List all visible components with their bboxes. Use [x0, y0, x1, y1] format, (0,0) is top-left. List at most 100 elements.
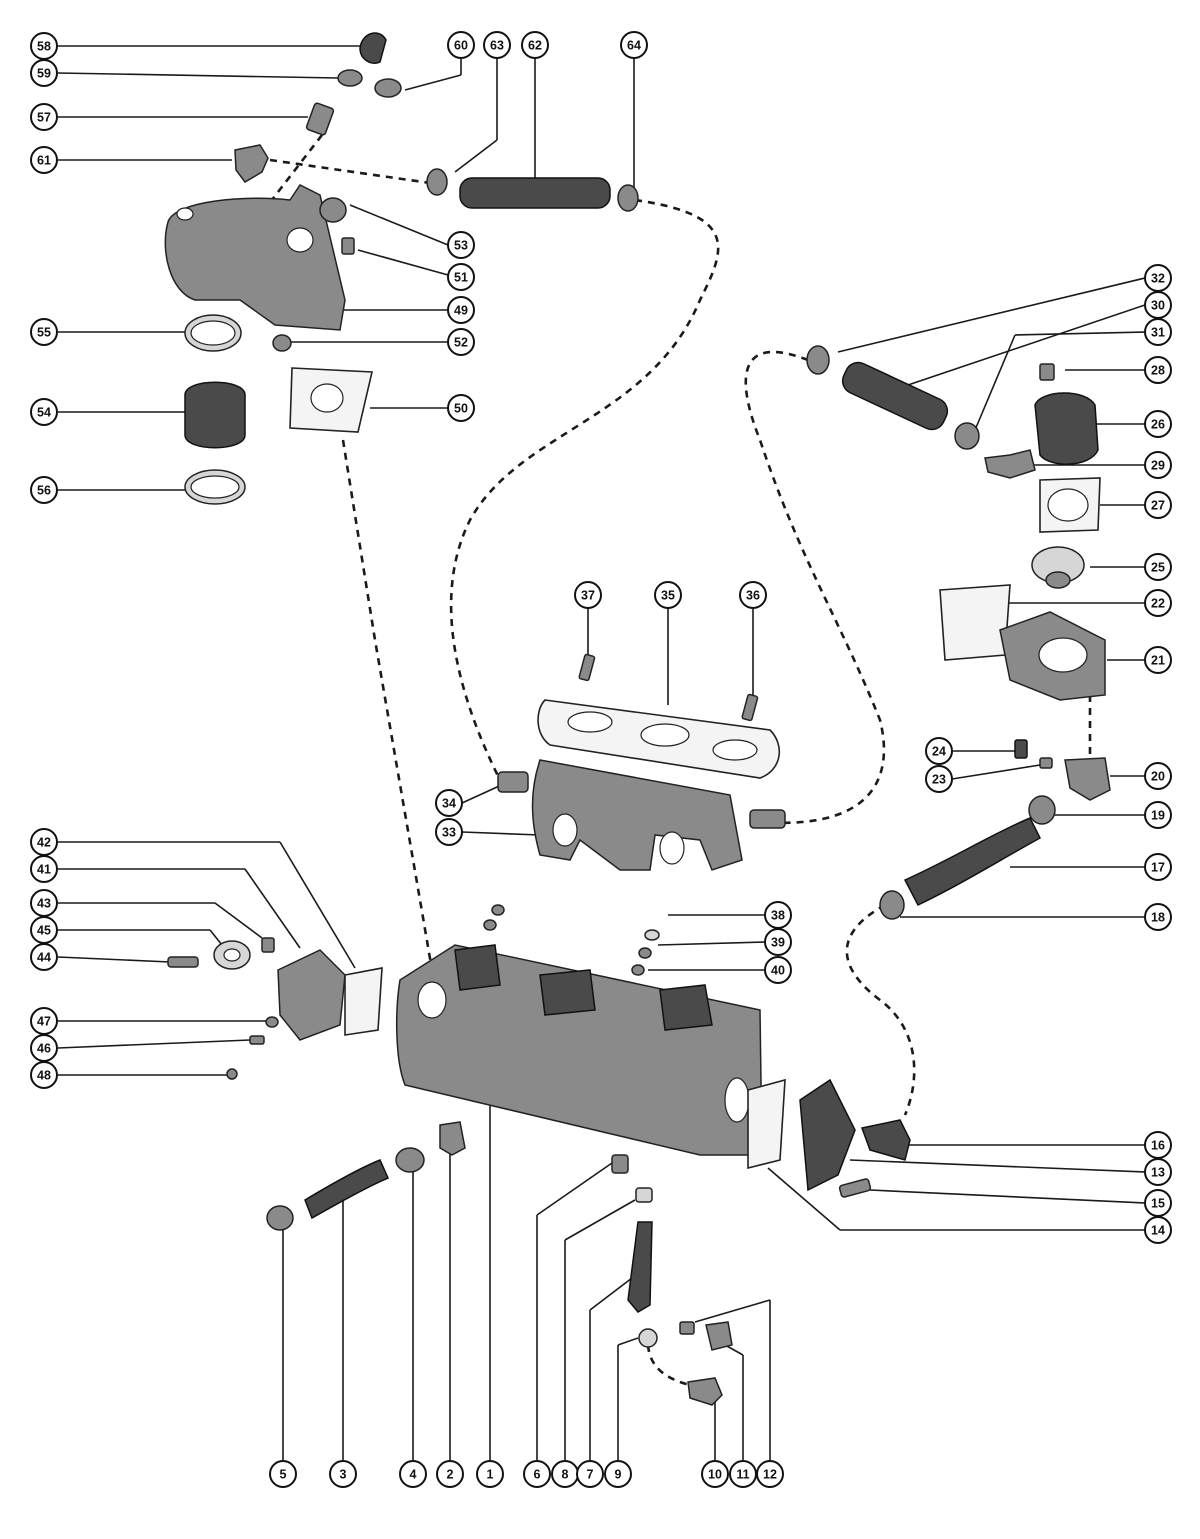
part-1-end-port: [417, 981, 447, 1019]
callout-31: 31: [1144, 318, 1172, 346]
callout-circle: [925, 765, 953, 793]
callout-circle: [739, 581, 767, 609]
part-33-exhaust-manifold: [531, 759, 743, 871]
callout-circle: [269, 1460, 297, 1488]
callout-number: 33: [442, 826, 456, 840]
callout-circle: [576, 1460, 604, 1488]
callout-circle: [1144, 762, 1172, 790]
callout-number: 48: [37, 1069, 51, 1083]
part-7-hose: [627, 1221, 653, 1313]
callout-62: 62: [521, 31, 549, 59]
callout-6: 6: [523, 1460, 551, 1488]
part-61-elbow-fitting: [234, 144, 269, 183]
callout-56: 56: [30, 476, 58, 504]
part-1-outlet-port: [724, 1077, 750, 1123]
callout-circle: [447, 394, 475, 422]
callout-63: 63: [483, 31, 511, 59]
callout-circle: [1144, 589, 1172, 617]
part-52-nut: [272, 334, 292, 352]
part-49-mount-hole: [176, 207, 194, 221]
callout-circle: [30, 855, 58, 883]
callout-61: 61: [30, 146, 58, 174]
callout-circle: [521, 31, 549, 59]
callout-number: 43: [37, 897, 51, 911]
callout-number: 63: [490, 39, 504, 53]
callout-circle: [1144, 801, 1172, 829]
callout-number: 29: [1151, 459, 1165, 473]
callout-25: 25: [1144, 553, 1172, 581]
part-58-hose-elbow: [359, 32, 387, 64]
callout-number: 22: [1151, 597, 1165, 611]
callout-21: 21: [1144, 646, 1172, 674]
part-28-screw: [1039, 363, 1055, 381]
callout-44: 44: [30, 943, 58, 971]
part-26-thermostat-housing: [1034, 392, 1099, 465]
callout-number: 37: [581, 589, 595, 603]
callout-circle: [701, 1460, 729, 1488]
callout-number: 52: [454, 336, 468, 350]
part-20-elbow-fitting: [1064, 757, 1111, 801]
callout-number: 50: [454, 402, 468, 416]
part-9-clamp: [638, 1328, 658, 1348]
callout-number: 15: [1151, 1197, 1165, 1211]
callout-circle: [435, 789, 463, 817]
callout-circle: [1144, 853, 1172, 881]
callout-28: 28: [1144, 356, 1172, 384]
callout-48: 48: [30, 1061, 58, 1089]
dashed-line-9-to-10: [646, 1344, 691, 1387]
callout-number: 8: [562, 1468, 569, 1482]
callout-41: 41: [30, 855, 58, 883]
callout-number: 19: [1151, 809, 1165, 823]
callout-number: 61: [37, 154, 51, 168]
callout-35: 35: [654, 581, 682, 609]
callout-number: 41: [37, 863, 51, 877]
part-1-plug-top: [491, 904, 505, 916]
callout-number: 10: [708, 1468, 722, 1482]
callout-number: 14: [1151, 1224, 1165, 1238]
callout-circle: [1144, 491, 1172, 519]
part-48-washer: [226, 1068, 238, 1080]
callout-circle: [1144, 646, 1172, 674]
callout-circle: [1144, 318, 1172, 346]
callout-number: 42: [37, 836, 51, 850]
callout-10: 10: [701, 1460, 729, 1488]
part-60-clamp: [374, 78, 402, 98]
dashed-line-18-to-16: [845, 903, 916, 1116]
part-1-plug-lower: [483, 919, 497, 931]
callout-circle: [574, 581, 602, 609]
part-33-outlet-fitting: [749, 809, 786, 829]
callout-number: 3: [340, 1468, 347, 1482]
part-36-stud: [741, 693, 759, 722]
callout-9: 9: [604, 1460, 632, 1488]
callout-number: 32: [1151, 272, 1165, 286]
callout-number: 23: [932, 773, 946, 787]
part-46-pin: [249, 1035, 265, 1045]
callout-circle: [447, 296, 475, 324]
callout-37: 37: [574, 581, 602, 609]
callout-circle: [30, 398, 58, 426]
callout-19: 19: [1144, 801, 1172, 829]
part-29-elbow-fitting: [984, 449, 1036, 479]
callout-30: 30: [1144, 291, 1172, 319]
part-18-clamp: [879, 890, 905, 920]
part-8-clamp: [635, 1187, 653, 1203]
callout-number: 11: [736, 1468, 749, 1482]
callout-55: 55: [30, 318, 58, 346]
part-1-top-port-mid: [539, 969, 596, 1016]
callout-27: 27: [1144, 491, 1172, 519]
dashed-line-64-to-34: [449, 198, 720, 781]
callout-13: 13: [1144, 1158, 1172, 1186]
callout-43: 43: [30, 889, 58, 917]
leader-lines: [57, 45, 1146, 1460]
callout-5: 5: [269, 1460, 297, 1488]
callout-circle: [447, 328, 475, 356]
part-6-fitting: [611, 1154, 629, 1174]
callout-number: 4: [410, 1468, 417, 1482]
part-4-clamp: [395, 1147, 425, 1173]
callout-4: 4: [399, 1460, 427, 1488]
callout-circle: [764, 956, 792, 984]
callout-number: 60: [454, 39, 468, 53]
callout-circle: [756, 1460, 784, 1488]
callout-64: 64: [620, 31, 648, 59]
callout-number: 30: [1151, 299, 1165, 313]
